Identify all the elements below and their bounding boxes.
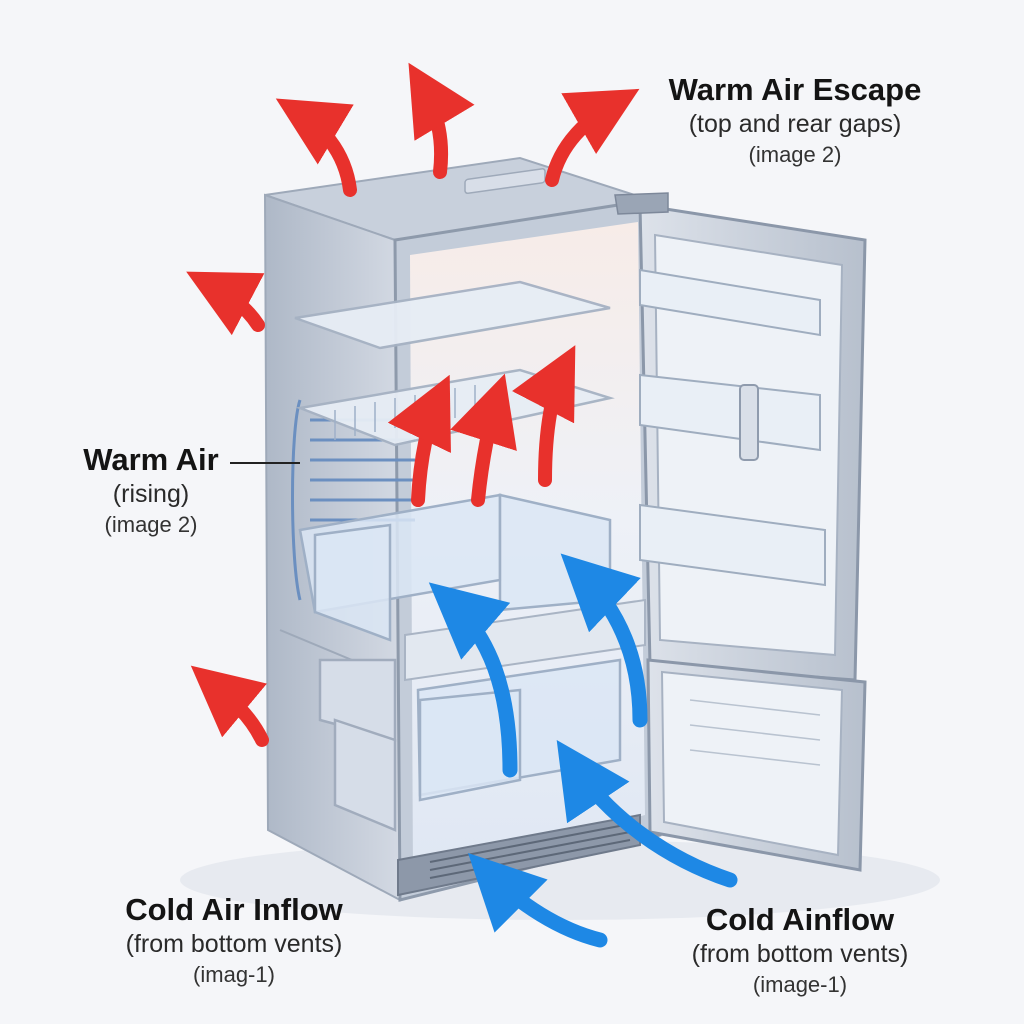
warm-air-escape-label: Warm Air Escape (top and rear gaps) (ima…	[650, 72, 940, 170]
upper-door	[614, 192, 867, 682]
warm-air-label: Warm Air (rising) (image 2)	[70, 442, 232, 540]
cold-air-inflow-title: Cold Air Inflow	[125, 892, 343, 927]
cold-inflow-arrow	[428, 582, 518, 778]
warm-air-escape-title: Warm Air Escape	[668, 72, 922, 107]
cold-ainflow-label: Cold Ainflow (from bottom vents) (image-…	[650, 902, 950, 1000]
warm-rising-arrow	[450, 373, 517, 507]
cold-ainflow-ref: (image-1)	[752, 972, 848, 997]
cold-ainflow-title: Cold Ainflow	[705, 902, 895, 937]
cold-air-inflow-label: Cold Air Inflow (from bottom vents) (ima…	[76, 892, 392, 990]
cold-air-inflow-subtitle: (from bottom vents)	[125, 930, 343, 958]
warm-rising-arrow	[511, 345, 576, 487]
warm-rear-arrow	[190, 665, 269, 747]
door-handle	[739, 384, 759, 461]
warm-air-subtitle: (rising)	[112, 480, 190, 508]
warm-air-arrows	[186, 62, 640, 747]
warm-escape-arrow	[408, 62, 475, 179]
warm-escape-arrow	[545, 88, 640, 187]
cold-inflow-arrow	[556, 740, 738, 888]
cold-air-arrows	[428, 553, 738, 948]
freezer-compartment	[318, 658, 397, 832]
warm-air-title: Warm Air	[83, 442, 219, 477]
cold-inflow-arrow	[560, 553, 648, 728]
cold-ainflow-subtitle: (from bottom vents)	[691, 940, 909, 968]
warm-air-escape-ref: (image 2)	[748, 142, 842, 167]
warm-rising-arrow	[387, 374, 451, 507]
cold-inflow-arrow	[468, 853, 608, 948]
warm-rear-arrow	[186, 271, 265, 336]
control-panel	[464, 168, 546, 195]
warm-air-escape-subtitle: (top and rear gaps)	[688, 110, 902, 138]
lower-door	[646, 658, 867, 872]
warm-air-ref: (image 2)	[104, 512, 198, 537]
warm-escape-arrow	[275, 98, 357, 197]
cold-air-inflow-ref: (imag-1)	[193, 962, 275, 987]
crisper-drawers	[298, 493, 622, 802]
